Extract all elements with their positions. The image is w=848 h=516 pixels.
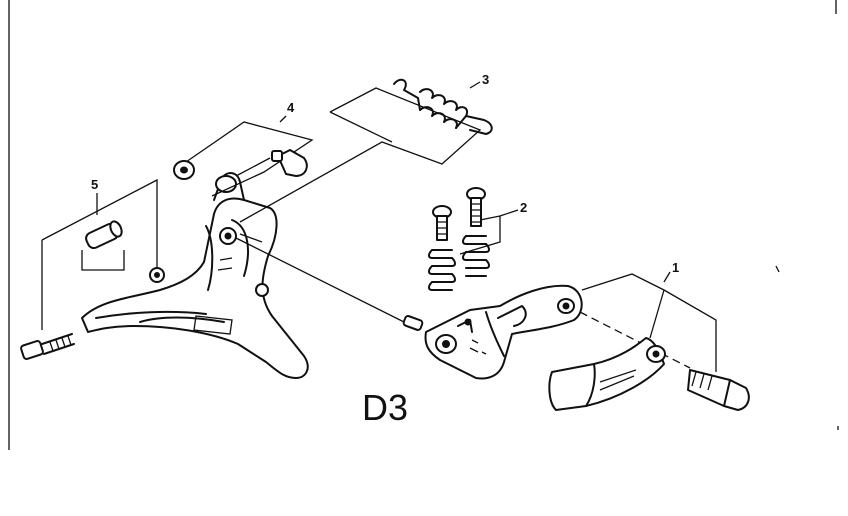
adjust-screw-spring-2 xyxy=(462,187,490,277)
torsion-spring-part xyxy=(393,78,493,135)
nut-part-left xyxy=(149,267,165,283)
derailleur-cage xyxy=(81,172,309,379)
callout-group-2: 2 xyxy=(428,187,527,291)
adjust-screw-spring-1 xyxy=(428,205,456,291)
cap-screw-part xyxy=(271,149,308,177)
callout-group-1: 1 xyxy=(548,260,750,411)
callout-label-1: 1 xyxy=(672,260,679,275)
clamp-body xyxy=(402,284,583,380)
callout-group-4: 4 xyxy=(173,100,314,197)
callout-label-3: 3 xyxy=(482,72,489,87)
sleeve-part xyxy=(85,220,123,250)
callout-label-5: 5 xyxy=(91,177,98,192)
long-bolt-left xyxy=(20,333,75,360)
clamp-bolt-part xyxy=(687,369,750,411)
control-wire xyxy=(235,237,413,327)
callout-group-5: 5 xyxy=(41,177,165,330)
callout-group-3: 3 xyxy=(239,72,493,223)
clamp-band-part xyxy=(548,337,666,411)
callout-label-4: 4 xyxy=(287,100,295,115)
washer-part xyxy=(173,160,195,180)
figure-label: D3 xyxy=(362,387,408,428)
callout-label-2: 2 xyxy=(520,200,527,215)
scan-mark xyxy=(775,265,780,273)
